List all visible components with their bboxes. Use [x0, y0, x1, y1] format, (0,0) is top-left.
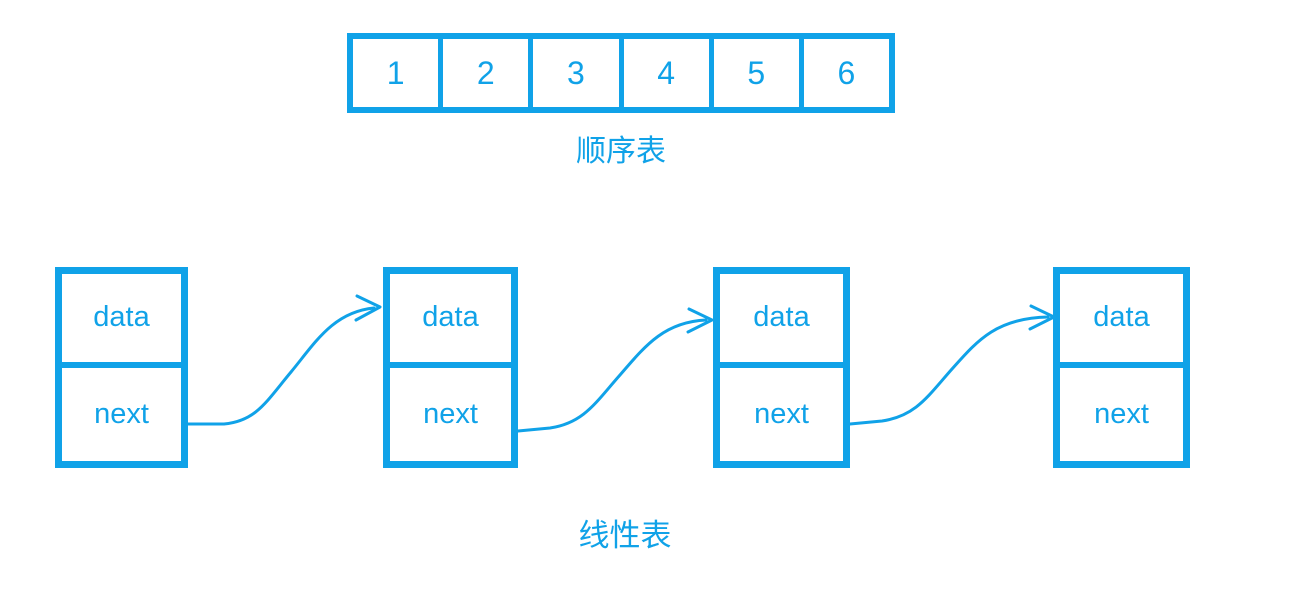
node-3-next-cell: next — [754, 397, 809, 430]
sequential-table-label: 顺序表 — [576, 135, 666, 168]
node-2-data-cell: data — [390, 274, 511, 368]
array-cell-3: 3 — [528, 39, 618, 107]
node-4-next-cell: next — [1094, 397, 1149, 430]
node-1-data-cell: data — [62, 274, 181, 368]
node-2-next-cell: next — [423, 397, 478, 430]
list-node-2: data next — [383, 267, 518, 468]
linked-list-label: 线性表 — [578, 518, 672, 553]
list-node-3: data next — [713, 267, 850, 468]
array-cell-6: 6 — [798, 39, 889, 107]
node-1-next-cell: next — [94, 397, 149, 430]
array-cell-4: 4 — [618, 39, 709, 107]
node-3-data-cell: data — [720, 274, 843, 368]
arrow-node3-to-node4 — [848, 304, 1056, 426]
arrow-node2-to-node3 — [516, 307, 714, 433]
list-node-4: data next — [1053, 267, 1190, 468]
array-cell-1: 1 — [386, 54, 405, 91]
node-4-data-cell: data — [1060, 274, 1183, 368]
sequential-table: 1 2 3 4 5 6 — [347, 33, 895, 113]
array-cell-5: 5 — [708, 39, 799, 107]
list-node-1: data next — [55, 267, 188, 468]
arrow-node1-to-node2 — [186, 294, 382, 426]
array-cell-2: 2 — [438, 39, 528, 107]
